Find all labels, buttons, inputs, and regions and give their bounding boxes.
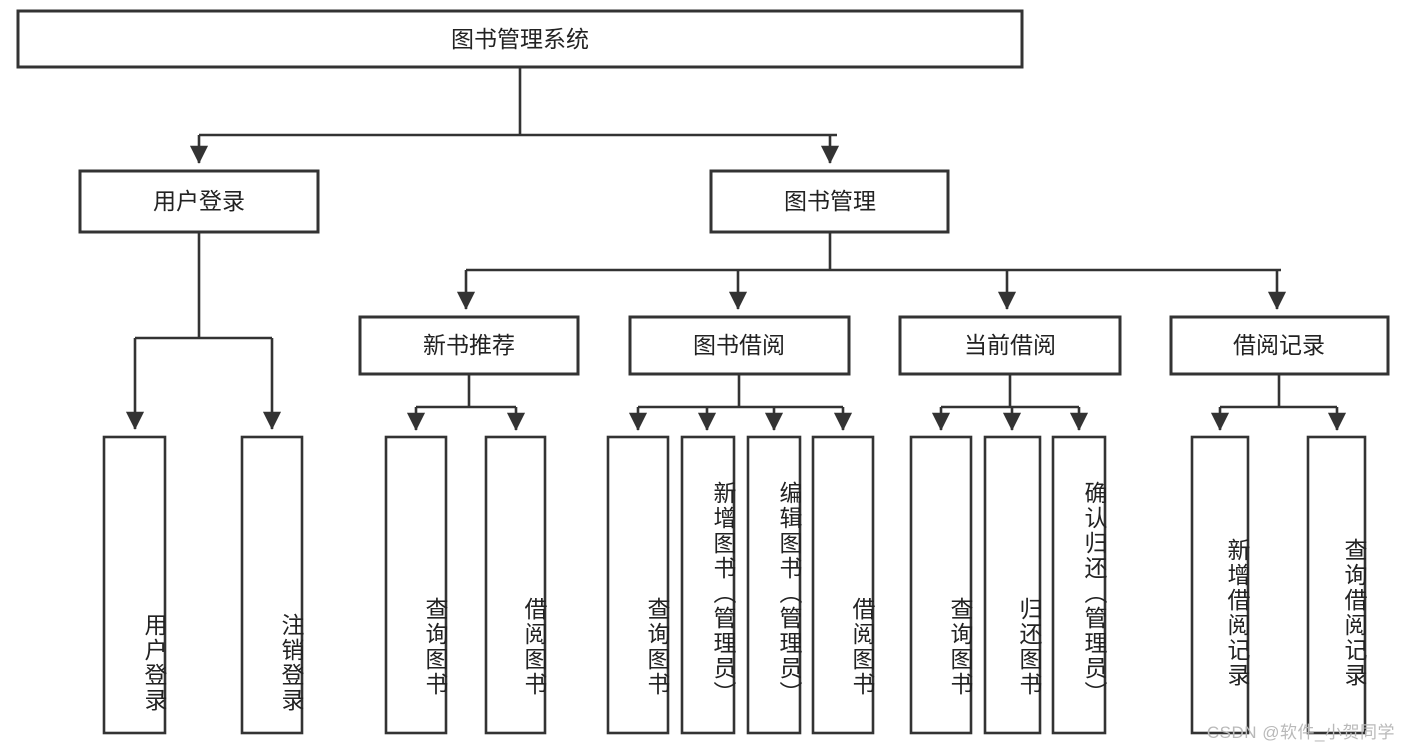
node-book-manage[interactable]: 图书管理 xyxy=(709,169,950,234)
node-leaf-query-book-1[interactable] xyxy=(384,435,448,735)
node-leaf-borrow-book-1[interactable] xyxy=(484,435,547,735)
connector-current-borrow-to-leaves xyxy=(931,374,1089,431)
node-user-login[interactable]: 用户登录 xyxy=(78,169,320,234)
node-current-borrow[interactable]: 当前借阅 xyxy=(898,315,1122,376)
node-borrow-record[interactable]: 借阅记录 xyxy=(1169,315,1390,376)
node-book-borrow-label: 图书借阅 xyxy=(693,332,785,358)
csdn-watermark: CSDN @软件_小贺同学 xyxy=(1206,723,1395,742)
node-root[interactable]: 图书管理系统 xyxy=(16,9,1024,69)
node-leaf-logout[interactable] xyxy=(240,435,304,735)
node-leaf-confirm-return[interactable] xyxy=(1051,435,1107,735)
leaf-nodes xyxy=(102,435,1367,735)
node-current-borrow-label: 当前借阅 xyxy=(964,332,1056,358)
node-leaf-return-book[interactable] xyxy=(983,435,1042,735)
connector-borrow-record-to-leaves xyxy=(1210,374,1347,431)
node-user-login-label: 用户登录 xyxy=(153,188,245,214)
node-book-manage-label: 图书管理 xyxy=(784,188,876,214)
node-leaf-query-book-3[interactable] xyxy=(909,435,973,735)
connector-root-to-level2 xyxy=(189,67,840,164)
node-root-label: 图书管理系统 xyxy=(451,26,589,52)
node-leaf-query-record[interactable] xyxy=(1306,435,1367,735)
node-leaf-add-book[interactable] xyxy=(680,435,736,735)
connector-book-manage-to-level3 xyxy=(456,232,1287,310)
node-leaf-query-book-2[interactable] xyxy=(606,435,670,735)
node-leaf-add-record[interactable] xyxy=(1190,435,1250,735)
node-leaf-borrow-book-2[interactable] xyxy=(811,435,875,735)
node-borrow-record-label: 借阅记录 xyxy=(1233,332,1325,358)
node-leaf-user-login[interactable] xyxy=(102,435,167,735)
node-new-book-rec[interactable]: 新书推荐 xyxy=(358,315,580,376)
connector-user-login-to-leaves xyxy=(125,232,282,430)
node-new-book-rec-label: 新书推荐 xyxy=(423,332,515,358)
connector-new-book-rec-to-leaves xyxy=(406,374,526,431)
node-book-borrow[interactable]: 图书借阅 xyxy=(628,315,851,376)
connector-book-borrow-to-leaves xyxy=(628,374,853,431)
node-leaf-edit-book[interactable] xyxy=(746,435,802,735)
